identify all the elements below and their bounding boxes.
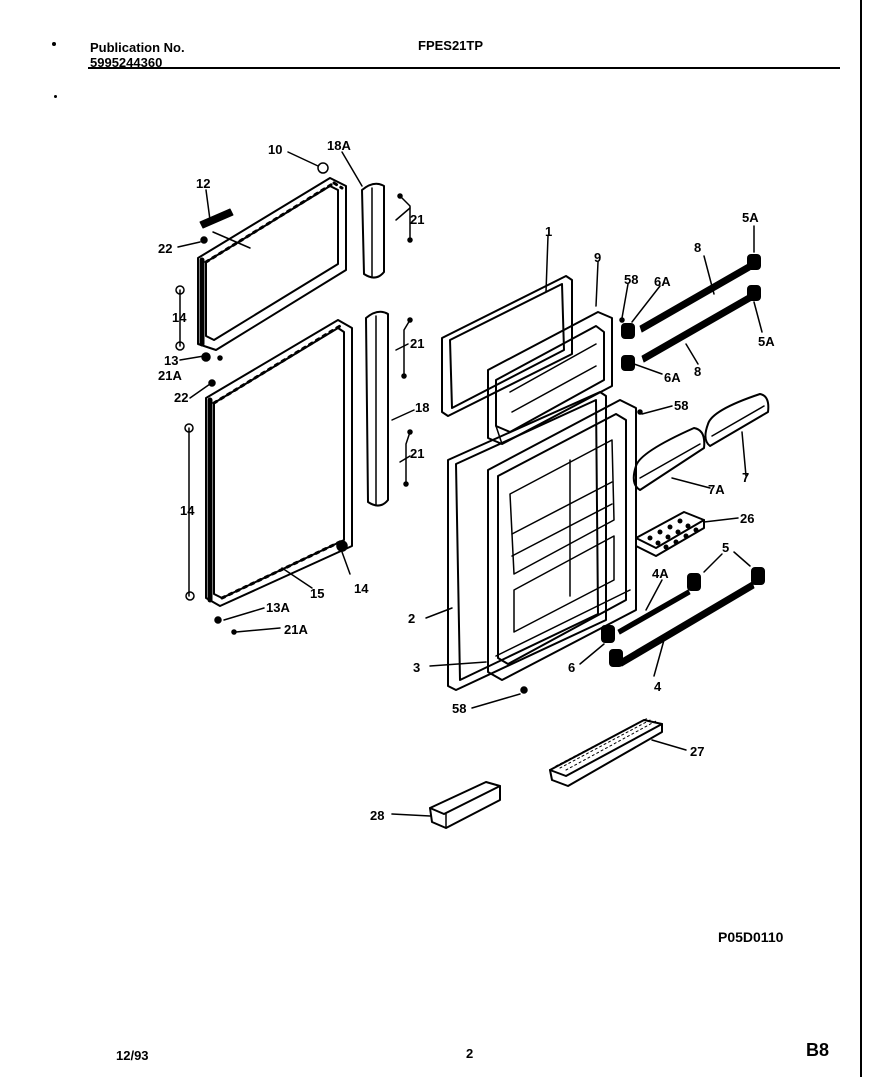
- callout-13a: 13A: [266, 600, 290, 615]
- end-cap-5-b: [751, 567, 765, 585]
- callout-8-mid: 8: [694, 364, 702, 379]
- door-handle-18a: [361, 182, 385, 279]
- callout-28: 28: [370, 808, 385, 823]
- toe-grille-27: [549, 717, 663, 787]
- callout-10: 10: [268, 142, 283, 157]
- callout-13: 13: [164, 353, 179, 368]
- header-rule: [88, 67, 840, 69]
- callout-15: 15: [310, 586, 325, 601]
- end-cap-5a-lower: [747, 285, 761, 301]
- callout-18a: 18A: [327, 138, 351, 153]
- callout-5: 5: [722, 540, 730, 555]
- callout-18: 18: [415, 400, 430, 415]
- freezer-door-panel: [197, 177, 347, 351]
- callout-58-top: 58: [624, 272, 639, 287]
- callout-6: 6: [568, 660, 576, 675]
- callout-4a: 4A: [652, 566, 669, 581]
- callout-58-mid: 58: [674, 398, 689, 413]
- figure-code: P05D0110: [718, 929, 784, 945]
- callout-26: 26: [740, 511, 755, 526]
- freezer-liner-9: [487, 311, 613, 445]
- corner-mark-top: [52, 42, 56, 46]
- publication-label: Publication No.: [90, 40, 185, 55]
- callout-21a-bottom: 21A: [284, 622, 308, 637]
- egg-tray-26: [635, 511, 705, 557]
- door-handle-18: [365, 310, 389, 507]
- footer-date: 12/93: [116, 1048, 149, 1063]
- end-cap-5-a: [687, 573, 701, 591]
- callout-14-top: 14: [172, 310, 187, 325]
- callout-21-mid2: 21: [410, 446, 425, 461]
- corner-mark-left: [54, 95, 57, 98]
- end-cap-5a-top: [747, 254, 761, 270]
- callout-21a-top: 21A: [158, 368, 182, 383]
- gasket-2: [447, 391, 607, 691]
- fresh-food-liner-3: [487, 399, 637, 681]
- shelf-bar-4a: [617, 589, 691, 635]
- gasket-1: [441, 275, 573, 417]
- dairy-door-7a: [632, 427, 706, 491]
- callout-7: 7: [742, 470, 750, 485]
- model-number: FPES21TP: [418, 38, 484, 53]
- bracket-lines: [179, 195, 411, 597]
- publication-number: 5995244360: [90, 55, 163, 70]
- shelf-support-6-b: [609, 649, 623, 667]
- callout-4: 4: [654, 679, 662, 694]
- page-number: 2: [466, 1046, 474, 1061]
- callout-5a-top: 5A: [742, 210, 759, 225]
- callout-14-left: 14: [180, 503, 195, 518]
- callout-21-mid1: 21: [410, 336, 425, 351]
- callout-12: 12: [196, 176, 211, 191]
- callout-14-bottom: 14: [354, 581, 369, 596]
- handle-cap-12: [199, 208, 234, 229]
- callout-2: 2: [408, 611, 416, 626]
- exploded-parts-diagram: [175, 151, 770, 829]
- callout-6a-top: 6A: [654, 274, 671, 289]
- butter-bin-28: [429, 781, 501, 829]
- callout-21-top: 21: [410, 212, 425, 227]
- callout-27: 27: [690, 744, 705, 759]
- callout-8-top: 8: [694, 240, 702, 255]
- shelf-support-6a-top: [621, 323, 635, 339]
- shelf-support-6-a: [601, 625, 615, 643]
- fresh-food-door-panel: [205, 319, 353, 607]
- section-code: B8: [806, 1040, 830, 1060]
- shelf-support-6a-lower: [621, 355, 635, 371]
- leader-lines: [177, 151, 763, 817]
- callout-6a-mid: 6A: [664, 370, 681, 385]
- callout-3: 3: [413, 660, 421, 675]
- callout-9: 9: [594, 250, 602, 265]
- callout-1: 1: [545, 224, 553, 239]
- right-border: [860, 0, 862, 1077]
- dairy-door-7: [704, 393, 770, 447]
- callout-5a-right: 5A: [758, 334, 775, 349]
- callout-58-bottom: 58: [452, 701, 467, 716]
- callout-22-top: 22: [158, 241, 173, 256]
- callout-22-mid: 22: [174, 390, 189, 405]
- callout-7a: 7A: [708, 482, 725, 497]
- shelf-bar-8-lower: [641, 293, 753, 363]
